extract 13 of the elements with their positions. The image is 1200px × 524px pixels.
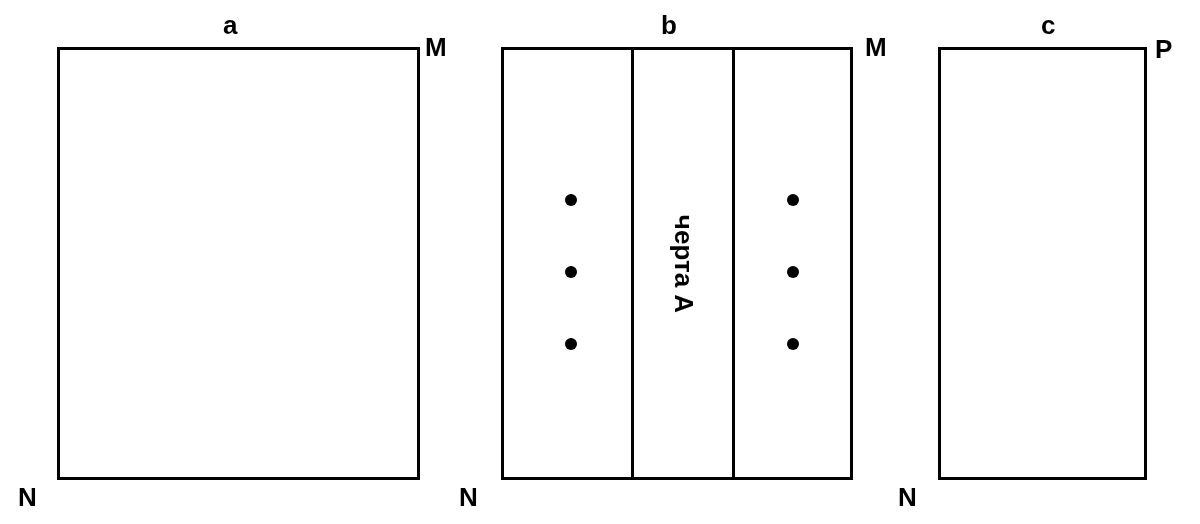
- corner-letter: M: [865, 34, 887, 60]
- corner-letter: N: [18, 484, 37, 510]
- middle-strip: [631, 47, 735, 480]
- strip: [501, 47, 634, 480]
- panel-letter: c: [1041, 12, 1056, 38]
- panel-letter: a: [223, 12, 238, 38]
- strip: [732, 47, 853, 480]
- corner-letter: N: [459, 484, 478, 510]
- strip-label: черта А: [667, 214, 699, 313]
- panel-letter: b: [661, 12, 677, 38]
- corner-letter: N: [898, 484, 917, 510]
- corner-letter: M: [425, 34, 447, 60]
- corner-letter: P: [1155, 36, 1173, 62]
